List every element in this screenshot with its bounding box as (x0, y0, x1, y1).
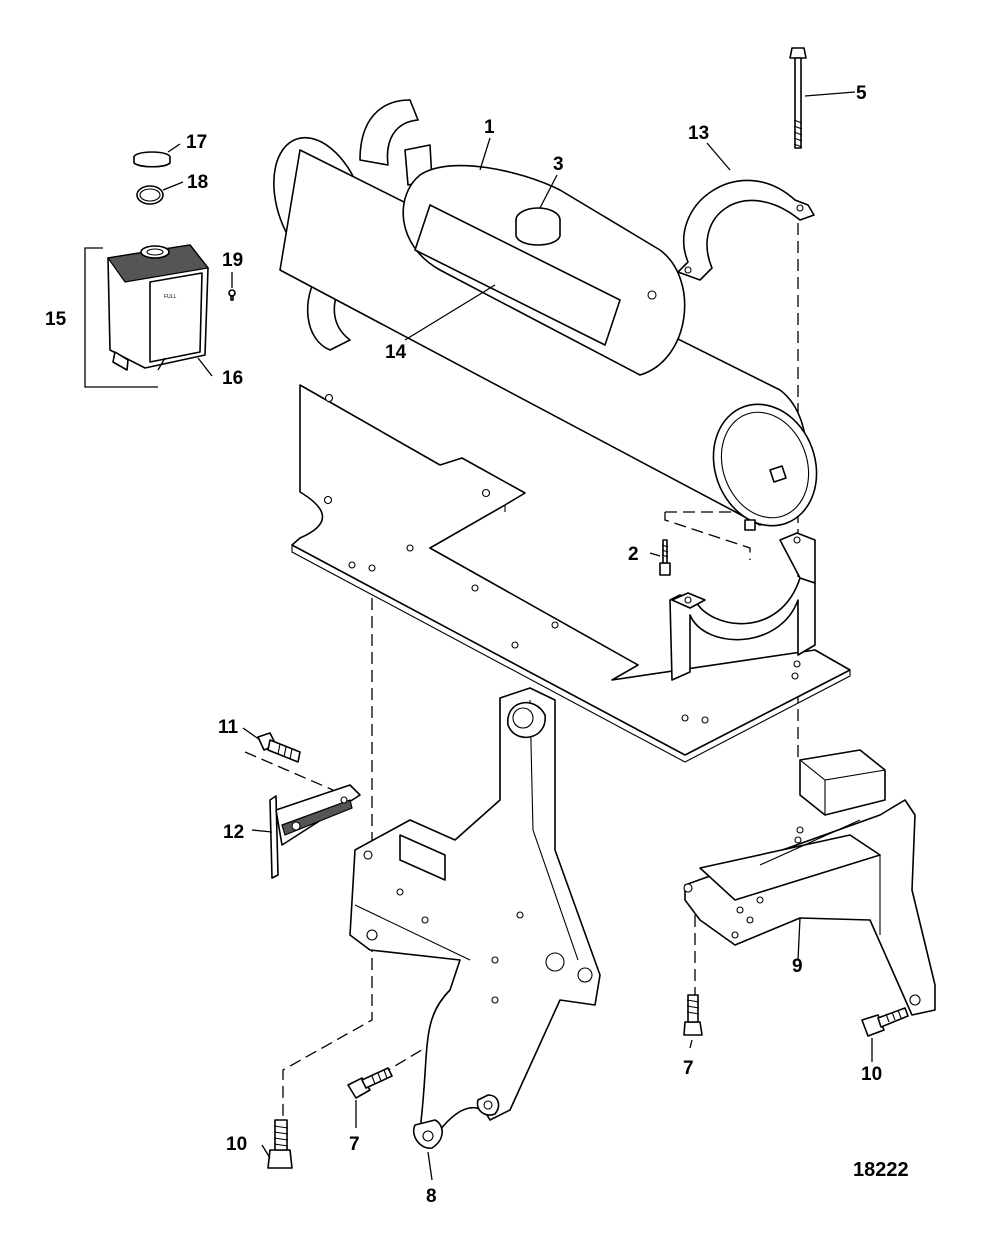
leader-lines (157, 91, 873, 1181)
bolt-7-right (683, 994, 703, 1036)
small-screw (228, 289, 236, 301)
callout-16: 16 (222, 368, 243, 389)
long-bolt (789, 47, 807, 149)
callout-15: 15 (45, 309, 67, 330)
callout-14: 14 (385, 342, 407, 363)
callout-11: 11 (218, 717, 239, 738)
stud-bolt (659, 539, 671, 576)
callout-labels: 1 2 3 5 7 7 8 9 10 10 11 12 13 14 15 16 … (45, 83, 909, 1207)
u-strap (677, 179, 815, 281)
svg-text:FULL: FULL (164, 294, 176, 300)
heat-exchanger (273, 99, 818, 531)
engine-bracket (349, 687, 601, 1149)
o-ring (136, 185, 164, 205)
callout-12: 12 (223, 822, 244, 843)
callout-1: 1 (484, 117, 495, 138)
callout-10-right: 10 (861, 1064, 882, 1085)
rear-bracket (683, 749, 936, 1016)
callout-9: 9 (792, 956, 803, 977)
callout-8: 8 (426, 1186, 437, 1207)
callout-19: 19 (222, 250, 243, 271)
callout-13: 13 (688, 123, 709, 144)
mounting-plate (291, 384, 851, 763)
callout-2: 2 (628, 544, 639, 565)
callout-18: 18 (187, 172, 208, 193)
callout-3: 3 (553, 154, 564, 175)
bolt-7-left (347, 1067, 393, 1099)
cap-seal (133, 151, 171, 168)
callout-7-right: 7 (683, 1058, 694, 1079)
callout-7-left: 7 (349, 1134, 360, 1155)
hex-bolt (257, 732, 301, 763)
bolt-10-right (861, 1007, 909, 1037)
figure-number: 18222 (853, 1159, 909, 1181)
callout-5: 5 (856, 83, 867, 104)
coolant-reservoir: FULL (84, 244, 210, 388)
callout-10-left: 10 (226, 1134, 247, 1155)
small-bracket (269, 784, 361, 879)
bolt-10-left (267, 1119, 293, 1169)
saddle-support (669, 532, 816, 681)
callout-17: 17 (186, 132, 207, 153)
